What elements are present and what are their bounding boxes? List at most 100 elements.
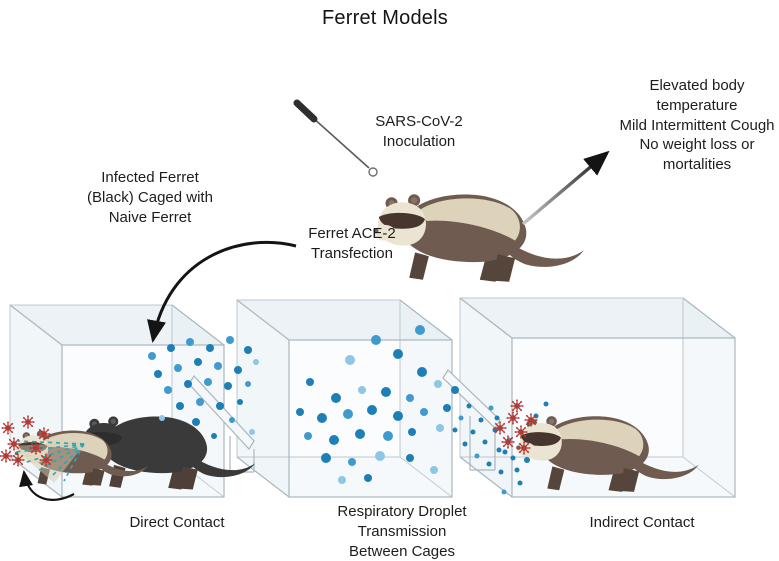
virus-particle-icon xyxy=(516,440,532,456)
droplet xyxy=(245,381,251,387)
droplet xyxy=(494,415,500,421)
label-outcome: Elevated body temperature Mild Intermitt… xyxy=(619,77,775,174)
droplet xyxy=(452,427,458,433)
droplet xyxy=(451,386,459,394)
droplet xyxy=(253,359,259,365)
droplet xyxy=(406,394,414,402)
droplet xyxy=(420,408,428,416)
droplet xyxy=(462,441,468,447)
droplet xyxy=(393,411,403,421)
droplet xyxy=(329,435,339,445)
droplet xyxy=(501,489,507,495)
droplet xyxy=(408,428,416,436)
droplet xyxy=(214,362,222,370)
virus-particle-icon xyxy=(36,426,52,442)
droplet xyxy=(164,386,172,394)
droplet xyxy=(204,378,212,386)
droplet xyxy=(174,364,182,372)
droplet xyxy=(234,366,242,374)
droplet xyxy=(510,455,516,461)
droplet xyxy=(375,451,385,461)
droplet xyxy=(226,336,234,344)
virus-particle-icon xyxy=(505,410,521,426)
droplet xyxy=(317,413,327,423)
droplet xyxy=(415,325,425,335)
droplet xyxy=(383,431,393,441)
droplet xyxy=(474,453,480,459)
virus-particle-icon xyxy=(523,412,539,428)
label-infected-caged: Infected Ferret (Black) Caged with Naive… xyxy=(87,169,213,226)
droplet xyxy=(345,355,355,365)
label-inoculation: SARS-CoV-2 Inoculation xyxy=(375,113,463,150)
droplet xyxy=(466,403,472,409)
droplet xyxy=(159,415,165,421)
virus-particle-icon xyxy=(500,434,516,450)
infection-cycle-arrow xyxy=(19,469,75,501)
droplet xyxy=(206,344,214,352)
droplet xyxy=(355,429,365,439)
virus-particle-icon xyxy=(0,448,14,464)
droplet xyxy=(470,429,476,435)
droplet xyxy=(496,447,502,453)
droplet xyxy=(194,358,202,366)
droplet xyxy=(478,417,484,423)
caption-direct-contact: Direct Contact xyxy=(129,514,225,531)
virus-particle-icon xyxy=(509,398,525,414)
cage2-droplets xyxy=(296,325,459,484)
droplet xyxy=(498,469,504,475)
droplet xyxy=(443,404,451,412)
droplet xyxy=(358,386,366,394)
exhalation-rays xyxy=(15,440,85,482)
virus-particle-icon xyxy=(38,452,54,468)
caption-respiratory-droplet: Respiratory Droplet Transmission Between… xyxy=(337,503,467,560)
droplet xyxy=(338,476,346,484)
droplet xyxy=(331,393,341,403)
droplet xyxy=(184,380,192,388)
droplet xyxy=(434,380,442,388)
droplet xyxy=(304,432,312,440)
droplet xyxy=(524,457,530,463)
droplet xyxy=(237,399,243,405)
droplet xyxy=(154,370,162,378)
droplet xyxy=(249,429,255,435)
droplet xyxy=(348,458,356,466)
virus-particle-icon xyxy=(513,424,529,440)
droplet xyxy=(211,433,217,439)
droplet xyxy=(406,454,414,462)
virus-particle-icon xyxy=(0,420,16,436)
droplet xyxy=(367,405,377,415)
droplet xyxy=(436,424,444,432)
droplet xyxy=(216,402,224,410)
outcome-arrow xyxy=(521,150,610,226)
droplet xyxy=(486,461,492,467)
droplet xyxy=(430,466,438,474)
droplet xyxy=(196,398,204,406)
caging-arrow xyxy=(147,241,297,343)
droplet xyxy=(371,335,381,345)
virus-particle-icon xyxy=(6,436,22,452)
caption-indirect-contact: Indirect Contact xyxy=(589,514,695,531)
droplet xyxy=(148,352,156,360)
droplet xyxy=(229,417,235,423)
droplet xyxy=(224,382,232,390)
figure-title: Ferret Models xyxy=(322,7,448,29)
droplet xyxy=(296,408,304,416)
virus-particle-icon xyxy=(28,440,44,456)
label-ace2-transfection: Ferret ACE-2 Transfection xyxy=(308,225,396,262)
droplet xyxy=(167,344,175,352)
droplet xyxy=(543,401,549,407)
droplet xyxy=(186,338,194,346)
droplet xyxy=(364,474,372,482)
droplet xyxy=(458,415,464,421)
cage-respiratory-droplet xyxy=(236,299,453,498)
droplet xyxy=(514,467,520,473)
droplet xyxy=(306,378,314,386)
cage1-droplets xyxy=(148,336,259,439)
droplet xyxy=(343,409,353,419)
virus-particle-icon xyxy=(10,452,26,468)
droplet xyxy=(244,346,252,354)
droplet xyxy=(321,453,331,463)
droplet xyxy=(482,439,488,445)
inoculated-ferret xyxy=(373,194,584,282)
droplet xyxy=(393,349,403,359)
